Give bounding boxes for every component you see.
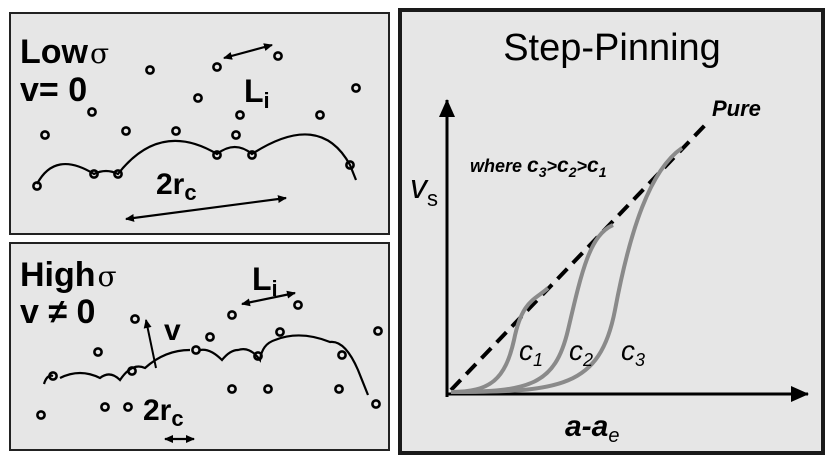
- pin-point: [227, 384, 237, 394]
- pin-point: [87, 107, 97, 117]
- pin-point: [273, 51, 283, 61]
- high-v-label: v: [164, 314, 181, 347]
- pin-point: [36, 410, 46, 420]
- graph-panel-frame: [398, 8, 825, 455]
- pin-point: [345, 160, 355, 170]
- high-moving-step: [42, 334, 370, 396]
- pin-point: [351, 83, 361, 93]
- pure-label: Pure: [712, 96, 761, 121]
- graph-title: Step-Pinning: [503, 27, 721, 69]
- pin-point: [293, 300, 303, 310]
- pin-point: [275, 327, 285, 337]
- pin-point: [145, 65, 155, 75]
- pin-point: [32, 181, 42, 191]
- pin-point: [212, 150, 222, 160]
- curve-c1-label: c1: [519, 335, 543, 370]
- low-pinned-step: [36, 133, 358, 185]
- pin-point: [121, 126, 131, 136]
- high-step-pins: [48, 345, 347, 381]
- pin-point: [371, 399, 381, 409]
- low-spacing-label: Li: [244, 73, 270, 113]
- pin-point: [40, 130, 50, 140]
- low-radius-arrow: [125, 195, 287, 222]
- low-label: Lowσ: [20, 33, 109, 71]
- pin-point: [127, 366, 137, 376]
- high-sigma-symbol: σ: [98, 260, 117, 293]
- high-sigma-panel: Highσ v ≠ 0 Li v: [9, 242, 390, 451]
- pin-point: [193, 93, 203, 103]
- high-radius-label: 2rc: [143, 394, 184, 431]
- pin-point: [123, 402, 133, 412]
- low-sigma-symbol: σ: [90, 37, 109, 70]
- pin-point: [205, 332, 215, 342]
- low-sigma-panel: Lowσ v= 0 Li: [9, 12, 390, 235]
- pin-point: [93, 347, 103, 357]
- curve-c2-label: c2: [569, 335, 593, 370]
- low-pinning-points: [40, 51, 361, 170]
- pin-point: [130, 314, 140, 324]
- pin-point: [334, 384, 344, 394]
- high-label: Highσ: [20, 256, 117, 294]
- pin-point: [235, 110, 245, 120]
- curve-c1: [450, 286, 550, 394]
- high-spacing-arrow: [241, 290, 296, 307]
- low-step-pins: [32, 150, 257, 191]
- step-pinning-graph-panel: Step-Pinning vs a-ae Pure where c3>c2>c1…: [398, 8, 825, 455]
- pin-point: [315, 110, 325, 120]
- pin-point: [373, 326, 383, 336]
- low-spacing-arrow: [223, 43, 273, 60]
- pin-point: [113, 169, 123, 179]
- high-velocity-label: v ≠ 0: [20, 293, 95, 331]
- pin-point: [247, 150, 257, 160]
- pin-point: [48, 371, 58, 381]
- pin-point: [171, 126, 181, 136]
- condition-label: where c3>c2>c1: [470, 154, 607, 180]
- pin-point: [231, 130, 241, 140]
- high-spacing-label: Li: [252, 261, 278, 301]
- pin-point: [337, 350, 347, 360]
- pin-point: [227, 310, 237, 320]
- low-velocity-label: v= 0: [20, 71, 87, 109]
- y-axis-label: vs: [410, 168, 438, 211]
- high-panel-frame: [9, 242, 390, 451]
- curve-c3-label: c3: [621, 335, 645, 370]
- pin-point: [89, 169, 99, 179]
- pin-point: [263, 384, 273, 394]
- x-axis-label: a-ae: [565, 410, 619, 447]
- curve-c3: [450, 146, 684, 394]
- pin-point: [100, 402, 110, 412]
- pin-point: [212, 62, 222, 72]
- pin-point: [191, 345, 201, 355]
